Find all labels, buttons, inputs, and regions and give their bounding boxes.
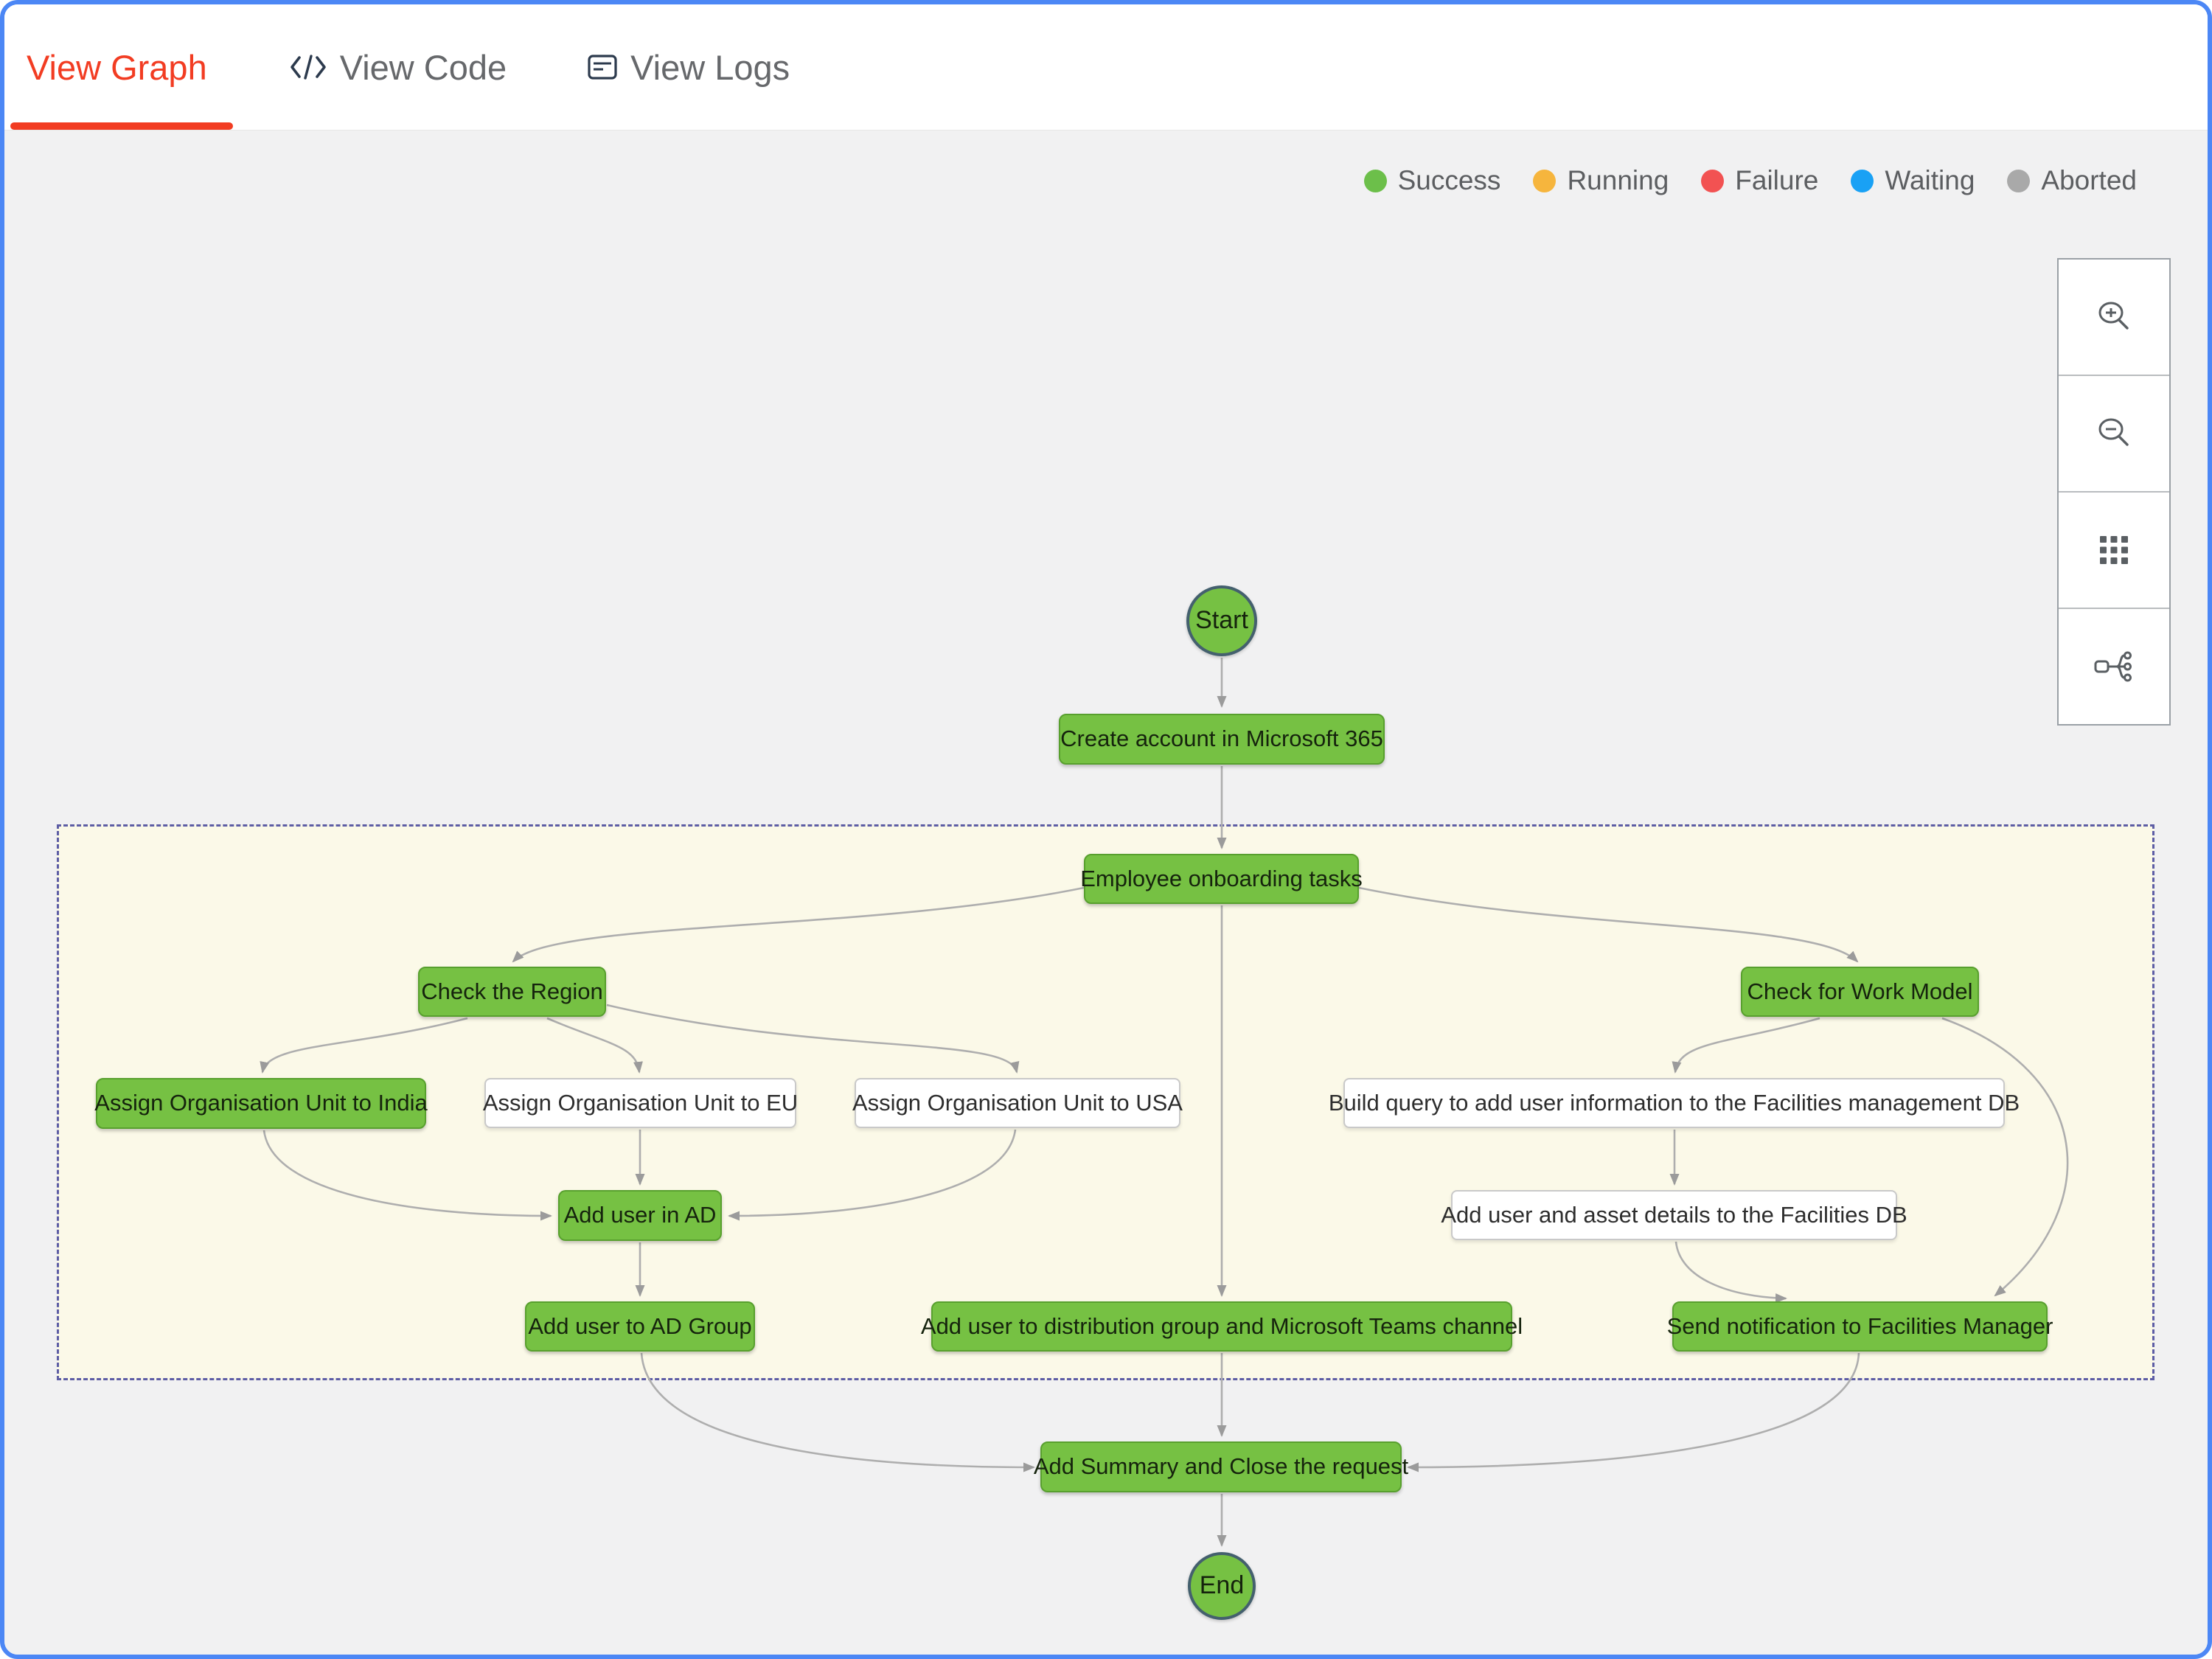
tab-view-graph-label: View Graph (27, 47, 207, 87)
flow-edges-layer (260, 658, 2069, 1547)
legend-label: Waiting (1885, 165, 1975, 195)
legend-item-aborted: Aborted (2007, 165, 2137, 196)
legend-item-success: Success (1363, 165, 1501, 196)
active-tab-underline (10, 122, 233, 130)
legend-item-waiting: Waiting (1851, 165, 1975, 196)
zoom-in-button[interactable] (2059, 260, 2169, 376)
tab-view-graph[interactable]: View Graph (27, 47, 207, 88)
edge-india-to-add_ad (262, 1130, 552, 1221)
node-add_ad[interactable]: Add user in AD (558, 1190, 722, 1241)
edge-check_region-to-usa (606, 1004, 1020, 1074)
edge-send_notif-to-summary (1407, 1352, 1860, 1472)
tab-view-logs-label: View Logs (630, 47, 790, 87)
legend-dot-failure (1701, 169, 1725, 192)
node-summary[interactable]: Add Summary and Close the request (1034, 1441, 1408, 1492)
tab-view-code[interactable]: View Code (290, 47, 507, 88)
node-facilities_db[interactable]: Add user and asset details to the Facili… (1441, 1190, 1907, 1240)
node-start[interactable]: Start (1186, 585, 1257, 656)
edge-check_region-to-india (260, 1017, 468, 1074)
node-create[interactable]: Create account in Microsoft 365 (1059, 714, 1385, 765)
tab-bar: View Graph View Code View Logs (4, 4, 2208, 131)
legend-item-running: Running (1533, 165, 1669, 196)
legend-label: Running (1567, 165, 1669, 195)
tree-layout-button[interactable] (2059, 609, 2169, 724)
edge-check_work-to-send_notif (1941, 1017, 2069, 1297)
grid-view-button[interactable] (2059, 493, 2169, 609)
legend-dot-waiting (1851, 169, 1874, 192)
node-check_region[interactable]: Check the Region (418, 967, 606, 1017)
edge-employee-to-check_region (512, 886, 1085, 963)
edge-employee-to-check_work (1358, 886, 1859, 963)
legend-dot-running (1533, 169, 1557, 192)
legend-dot-success (1363, 169, 1387, 192)
node-ad_group[interactable]: Add user to AD Group (525, 1301, 755, 1352)
node-usa[interactable]: Assign Organisation Unit to USA (852, 1078, 1183, 1128)
edge-facilities_db-to-send_notif (1674, 1241, 1787, 1304)
legend-label: Aborted (2041, 165, 2137, 195)
zoom-out-button[interactable] (2059, 376, 2169, 493)
node-end[interactable]: End (1188, 1552, 1256, 1620)
legend-dot-aborted (2007, 169, 2031, 192)
edge-usa-to-add_ad (728, 1129, 1017, 1221)
edge-check_region-to-eu (546, 1017, 643, 1074)
node-employee[interactable]: Employee onboarding tasks (1080, 854, 1363, 904)
legend-label: Failure (1735, 165, 1819, 195)
status-legend: Success Running Failure Waiting Aborted (1363, 165, 2137, 196)
logs-icon (588, 55, 617, 80)
node-india[interactable]: Assign Organisation Unit to India (94, 1078, 428, 1129)
node-send_notif[interactable]: Send notification to Facilities Manager (1667, 1301, 2053, 1352)
node-build_query[interactable]: Build query to add user information to t… (1329, 1078, 2020, 1128)
code-icon (290, 55, 327, 80)
node-dist_group[interactable]: Add user to distribution group and Micro… (921, 1301, 1523, 1352)
legend-item-failure: Failure (1701, 165, 1818, 196)
node-eu[interactable]: Assign Organisation Unit to EU (483, 1078, 798, 1128)
graph-toolbar (2057, 258, 2171, 726)
legend-label: Success (1397, 165, 1501, 195)
tab-view-code-label: View Code (339, 47, 507, 87)
tab-view-logs[interactable]: View Logs (588, 47, 790, 88)
node-check_work[interactable]: Check for Work Model (1741, 967, 1979, 1017)
edge-check_work-to-build_query (1672, 1017, 1820, 1074)
edge-ad_group-to-summary (640, 1352, 1035, 1472)
